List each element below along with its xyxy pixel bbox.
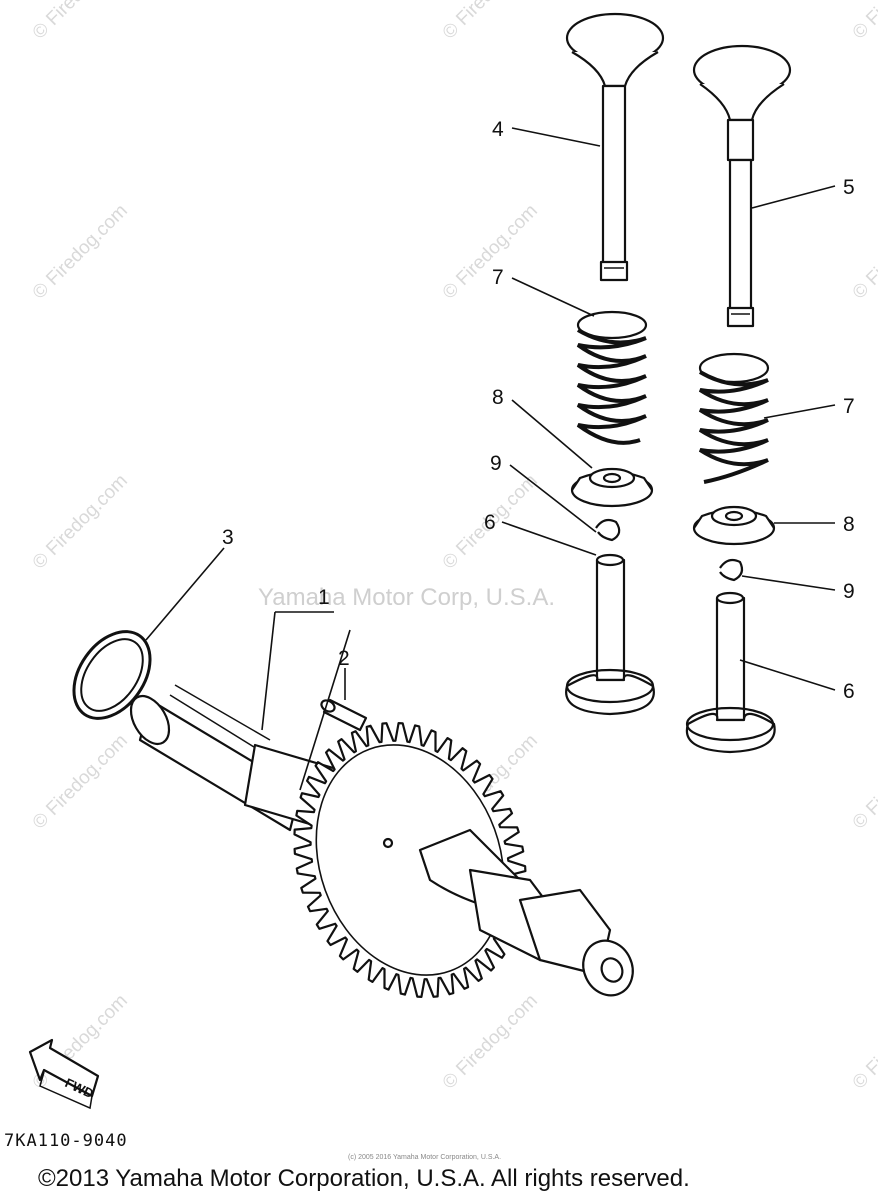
spring-7-right — [698, 352, 770, 484]
camshaft-1 — [129, 684, 634, 999]
watermark: © Firedog.com — [29, 200, 132, 303]
watermark: © Firedog.com — [849, 0, 878, 44]
watermark: © Firedog.com — [439, 0, 542, 44]
copyright: ©2013 Yamaha Motor Corporation, U.S.A. A… — [38, 1165, 690, 1192]
callout-label: 9 — [490, 452, 502, 475]
center-watermark: Yamaha Motor Corp, U.S.A. — [258, 584, 555, 611]
valve-5 — [692, 44, 792, 328]
valve-4 — [565, 12, 665, 282]
callout-lines — [145, 127, 836, 791]
cotter-9-left — [595, 518, 621, 542]
cam-gear — [293, 721, 527, 999]
watermark: © Firedog.com — [849, 730, 878, 833]
cotter-9-right — [719, 558, 744, 582]
callout-label: 8 — [492, 386, 504, 409]
callout-labels: 4 5 7 7 8 8 9 9 6 6 3 1 2 — [222, 118, 855, 703]
callout-label: 4 — [492, 118, 504, 141]
watermark: © Firedog.com — [29, 470, 132, 573]
watermark: © Firedog.com — [849, 990, 878, 1093]
watermark: © Firedog.com — [29, 0, 132, 44]
callout-label: 9 — [843, 580, 855, 603]
watermark: © Firedog.com — [439, 990, 542, 1093]
fwd-arrow-icon: FWD — [28, 1038, 100, 1110]
callout-label: 1 — [318, 586, 330, 609]
callout-label: 6 — [843, 680, 855, 703]
watermark: © Firedog.com — [849, 200, 878, 303]
callout-label: 3 — [222, 526, 234, 549]
callout-label: 7 — [843, 395, 855, 418]
oil-seal-3 — [72, 630, 152, 720]
callout-label: 8 — [843, 513, 855, 536]
retainer-8-left — [570, 467, 654, 508]
callout-label: 7 — [492, 266, 504, 289]
lifter-6-right — [685, 591, 776, 754]
watermark: © Firedog.com — [29, 730, 132, 833]
small-copyright: (c) 2005 2016 Yamaha Motor Corporation, … — [348, 1154, 501, 1161]
retainer-8-right — [692, 505, 776, 546]
diagram-code: 7KA110-9040 — [4, 1131, 128, 1151]
lifter-6-left — [565, 553, 655, 716]
callout-label: 5 — [843, 176, 855, 199]
callout-label: 2 — [338, 647, 350, 670]
callout-label: 6 — [484, 511, 496, 534]
watermark: © Firedog.com — [439, 200, 542, 303]
spring-7-left — [576, 310, 648, 445]
